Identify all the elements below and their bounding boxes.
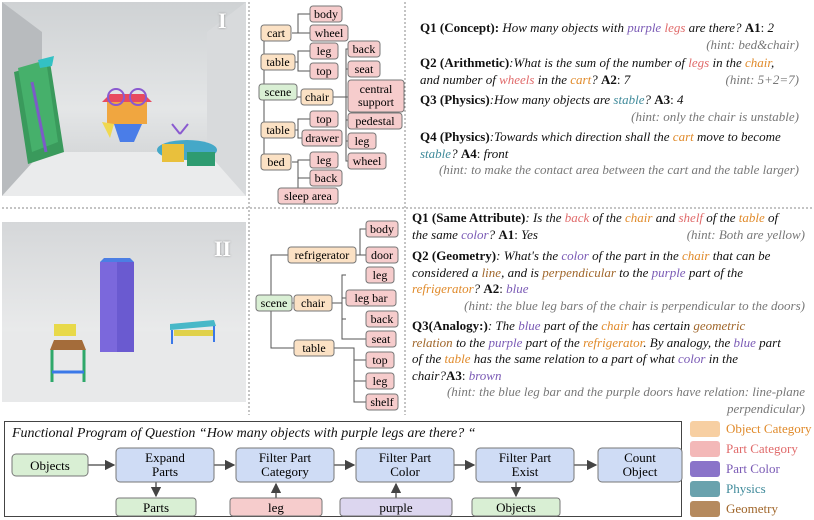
program-objects-input: Objects bbox=[30, 458, 70, 473]
legend-label-geometry: Geometry bbox=[726, 501, 778, 516]
section-1-label: I bbox=[218, 8, 227, 33]
tree2-table-shelf: shelf bbox=[370, 395, 393, 409]
qa2-q3-line4: chair?A3: brown bbox=[412, 367, 502, 383]
tree2-chair-leg-bar: leg bar bbox=[355, 291, 388, 305]
tree2-fridge-body: body bbox=[370, 222, 394, 236]
scene-render-2-objects bbox=[2, 258, 246, 402]
tree1-obj-chair: chair bbox=[305, 90, 329, 104]
legend: Object Category Part Category Part Color… bbox=[690, 421, 812, 517]
tree2-obj-table: table bbox=[302, 341, 325, 355]
scene-graph-2: scene refrigerator chair table body door… bbox=[255, 220, 399, 411]
legend-swatch-physics bbox=[690, 481, 720, 497]
qa1-q3: Q3 (Physics):How many objects are stable… bbox=[420, 92, 684, 107]
qa2-q3-hint1: (hint: the blue leg bar and the purple d… bbox=[446, 384, 805, 399]
qa2-q2-line3: refrigerator? A2: blue bbox=[412, 281, 529, 296]
tree1-table2-top: top bbox=[316, 112, 331, 126]
qa-block-2: Q1 (Same Attribute): Is the back of the … bbox=[412, 210, 807, 417]
program-parts: Parts bbox=[143, 500, 169, 515]
qa1-q3-hint: (hint: only the chair is unstable) bbox=[631, 108, 799, 124]
tree1-table-leg: leg bbox=[317, 44, 332, 58]
tree1-table2-drawer: drawer bbox=[305, 131, 338, 145]
legend-label-physics: Physics bbox=[726, 481, 766, 496]
legend-swatch-part-color bbox=[690, 461, 720, 477]
tree2-nodes: scene refrigerator chair table body door… bbox=[255, 220, 399, 411]
tree1-bed-back: back bbox=[315, 171, 338, 185]
tree1-chair-wheel: wheel bbox=[353, 154, 382, 168]
qa2-q3-line2: relation to the purple part of the refri… bbox=[412, 334, 781, 350]
qa2-q3-hint2: perpendicular) bbox=[727, 400, 805, 416]
qa1-q2: Q2 (Arithmetic):What is the sum of the n… bbox=[420, 55, 775, 70]
scene-render-2: II bbox=[2, 222, 246, 402]
scene-graph-1: scene cart table table bed chair body wh… bbox=[258, 5, 405, 205]
tree1-obj-bed: bed bbox=[267, 155, 284, 169]
legend-label-object-category: Object Category bbox=[726, 421, 812, 436]
tree1-chair-seat: seat bbox=[355, 62, 374, 76]
qa2-q3-line3: of the table has the same relation to a … bbox=[412, 351, 738, 366]
qa1-q2-line2: and number of wheels in the cart? A2: 7 … bbox=[420, 71, 799, 87]
qa2-q1-line2: the same color? A1: Yes (hint: Both are … bbox=[412, 226, 805, 242]
legend-swatch-part-category bbox=[690, 441, 720, 457]
qa2-q2-hint: (hint: the blue leg bars of the chair is… bbox=[464, 297, 805, 313]
legend-label-part-color: Part Color bbox=[726, 461, 780, 476]
qa1-q1: Q1 (Concept): How many objects with purp… bbox=[420, 20, 775, 35]
qa2-q2: Q2 (Geometry): What's the color of the p… bbox=[412, 248, 771, 263]
legend-label-part-category: Part Category bbox=[726, 441, 798, 456]
tree2-table-leg: leg bbox=[373, 374, 388, 388]
qa1-q4: Q4 (Physics):Towards which direction sha… bbox=[420, 129, 781, 144]
tree1-chair-leg: leg bbox=[355, 134, 370, 148]
scene-render-1: I bbox=[2, 2, 246, 196]
tree1-obj-table: table bbox=[266, 55, 289, 69]
qa2-q1: Q1 (Same Attribute): Is the back of the … bbox=[412, 210, 779, 225]
tree1-obj-cart: cart bbox=[267, 26, 286, 40]
tree2-root: scene bbox=[261, 296, 288, 310]
tree2-chair-leg: leg bbox=[373, 268, 388, 282]
tree2-obj-chair: chair bbox=[301, 296, 325, 310]
qa1-q1-hint: (hint: bed&chair) bbox=[706, 36, 799, 52]
tree1-cart-body: body bbox=[314, 7, 338, 21]
qa2-q3: Q3(Analogy:): The blue part of the chair… bbox=[412, 318, 746, 333]
tree1-chair-pedestal: pedestal bbox=[355, 114, 395, 128]
program-objects-output: Objects bbox=[496, 500, 536, 515]
qa1-q4-hint: (hint: to make the contact area between … bbox=[438, 162, 799, 177]
tree2-chair-back: back bbox=[371, 312, 394, 326]
tree2-obj-refrigerator: refrigerator bbox=[295, 248, 350, 262]
qa1-q4-line2: stable? A4: front bbox=[420, 145, 509, 161]
tree1-bed-leg: leg bbox=[317, 153, 332, 167]
tree2-table-top: top bbox=[372, 353, 387, 367]
qa1-q2-hint: (hint: 5+2=7) bbox=[725, 71, 799, 87]
tree1-nodes: scene cart table table bed chair body wh… bbox=[258, 5, 405, 205]
legend-swatch-geometry bbox=[690, 501, 720, 517]
program-title: Functional Program of Question “How many… bbox=[12, 426, 476, 441]
tree1-obj-table2: table bbox=[266, 123, 289, 137]
qa2-q2-line2: considered a line, and is perpendicular … bbox=[412, 264, 744, 280]
scene-render-1-objects bbox=[2, 2, 246, 196]
section-2-label: II bbox=[214, 236, 232, 261]
qa-block-1: Q1 (Concept): How many objects with purp… bbox=[420, 20, 805, 179]
program-purple-arg: purple bbox=[379, 500, 412, 515]
program-leg-arg: leg bbox=[268, 500, 284, 515]
legend-swatch-object-category bbox=[690, 421, 720, 437]
tree1-chair-back: back bbox=[353, 42, 376, 56]
tree2-fridge-door: door bbox=[371, 248, 393, 262]
tree2-chair-seat: seat bbox=[372, 332, 391, 346]
tree1-bed-sleep-area: sleep area bbox=[284, 189, 332, 203]
tree1-table-top: top bbox=[316, 64, 331, 78]
qa2-q1-hint: (hint: Both are yellow) bbox=[686, 226, 805, 242]
tree1-cart-wheel: wheel bbox=[315, 26, 344, 40]
tree1-root: scene bbox=[265, 85, 292, 99]
